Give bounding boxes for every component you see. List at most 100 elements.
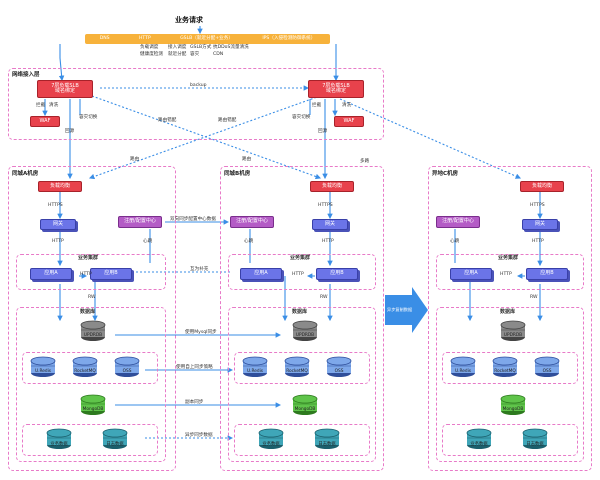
updrdb-icon-label: UPDRDB [83, 333, 103, 338]
room-a-load-balancer: 负载均衡 [38, 181, 82, 192]
http-label: HTTP [52, 239, 64, 244]
storage-db-icon [522, 428, 548, 450]
rw-label: RW [530, 295, 538, 300]
slb-left: 7层负载SLB 域名绑定 [37, 80, 93, 98]
room-b-cluster-label: 业务集群 [290, 255, 311, 261]
cache-db-icon [30, 356, 56, 378]
cache-db-icon [284, 356, 310, 378]
room-c-app-2: 应用B [526, 268, 568, 280]
room-c-cluster-label: 业务集群 [498, 255, 519, 261]
https-label: HTTPS [318, 203, 333, 208]
cache-db-icon [450, 356, 476, 378]
https-label: HTTPS [48, 203, 63, 208]
async-copy-label: 异步复制数据 [387, 307, 413, 312]
room-b-db-zone [228, 307, 376, 462]
storage-db-icon-label: 业务数据 [470, 442, 488, 447]
bar-note: 抗DDoS流量清洗 [213, 45, 249, 50]
storage-db-icon [102, 428, 128, 450]
storage-zone [22, 424, 158, 456]
mongodb-icon-label: MongoDB [294, 407, 316, 412]
cache-zone [442, 352, 578, 384]
room-c-load-balancer: 负载均衡 [520, 181, 564, 192]
storage-db-icon-label: 业务数据 [262, 442, 280, 447]
http-label: HTTP [292, 272, 304, 277]
storage-db-icon [314, 428, 340, 450]
network-zone-label: 网络接入层 [12, 72, 40, 78]
top-bar-item: DNS [99, 35, 110, 41]
room-b-app-2: 应用B [316, 268, 358, 280]
cache-db-icon-label: RocketMQ [74, 369, 96, 374]
clean-label: 清洗 [342, 103, 352, 108]
cache-db-icon-label: U.Redis [34, 369, 52, 374]
room-c-db-label: 数据库 [500, 309, 516, 315]
mongodb-icon-label: MongoDB [502, 407, 524, 412]
cache-zone [234, 352, 370, 384]
cache-zone [22, 352, 158, 384]
rw-label: RW [88, 295, 96, 300]
room-c-label: 异地C机房 [432, 171, 459, 177]
cache-db-icon [242, 356, 268, 378]
mutual-label: 互为补充 [190, 267, 209, 272]
top-bar-item: IPS（入侵检测防御系统） [262, 35, 316, 41]
waf-left: WAF [30, 116, 60, 127]
heartbeat-label: 心跳 [143, 239, 153, 244]
room-c-gateway: 网关 [522, 219, 558, 230]
room-b-label: 同城B机房 [224, 171, 251, 177]
multi-label: 多路 [360, 159, 370, 164]
cache-db-icon-label: OSS [542, 369, 552, 374]
diagram-title: 业务请求 [175, 16, 203, 24]
bar-note: 负载调度 [140, 45, 159, 50]
room-a-db-label: 数据库 [80, 309, 96, 315]
updrdb-icon-label: UPDRDB [295, 333, 315, 338]
mismatch-label: 路由错配 [158, 118, 177, 123]
mongodb-icon [80, 394, 106, 416]
room-c-app-1: 应用A [450, 268, 492, 280]
config-sync-label: 双向同步配置中心数据 [170, 217, 216, 222]
backup-label: backup [190, 83, 207, 88]
cache-db-icon-label: RocketMQ [286, 369, 308, 374]
room-c-cluster [436, 254, 584, 290]
filter-label: 拦截 [312, 103, 322, 108]
fallback-label: 容灾切换 [292, 115, 311, 120]
room-a-db-zone [16, 307, 166, 462]
storage-db-icon-label: 日志数据 [526, 442, 544, 447]
storage-db-icon [258, 428, 284, 450]
http-label: HTTP [80, 272, 92, 277]
http-label: HTTP [532, 239, 544, 244]
bar-note: CDN [213, 52, 224, 57]
updrdb-icon [500, 320, 526, 342]
fallback-label: 容灾切换 [79, 115, 98, 120]
bar-note: 健康度检测 [140, 52, 163, 57]
room-c-db-zone [436, 307, 584, 462]
room-c [428, 166, 592, 471]
cache-db-icon [114, 356, 140, 378]
heartbeat-label: 心跳 [450, 239, 460, 244]
cache-db-icon [326, 356, 352, 378]
updrdb-icon-label: UPDRDB [503, 333, 523, 338]
bar-note: GSLB方式 [190, 45, 212, 50]
room-b-cluster [228, 254, 376, 290]
updrdb-icon [292, 320, 318, 342]
cache-db-icon-label: U.Redis [246, 369, 264, 374]
room-a-cluster [16, 254, 166, 290]
storage-db-icon-label: 日志数据 [318, 442, 336, 447]
mongodb-icon-label: MongoDB [82, 407, 104, 412]
filter-label: 拦截 [36, 103, 46, 108]
storage-db-icon [46, 428, 72, 450]
room-b-load-balancer: 负载均衡 [310, 181, 354, 192]
mongodb-icon [292, 394, 318, 416]
bar-note: 接入调度 [168, 45, 187, 50]
cache-db-icon [534, 356, 560, 378]
mysql-sync-label: 使用Mysql同步 [185, 330, 217, 335]
http-label: HTTP [500, 272, 512, 277]
room-c-config-center: 注册/配置中心 [436, 216, 480, 228]
room-b-gateway: 网关 [312, 219, 348, 230]
room-a-cluster-label: 业务集群 [78, 255, 99, 261]
return-label: 回源 [318, 129, 328, 134]
room-a-config-center: 注册/配置中心 [118, 216, 162, 228]
cache-db-icon-label: OSS [334, 369, 344, 374]
network-zone [8, 68, 384, 140]
rw-label: RW [320, 295, 328, 300]
route-label: 路由 [242, 157, 252, 162]
